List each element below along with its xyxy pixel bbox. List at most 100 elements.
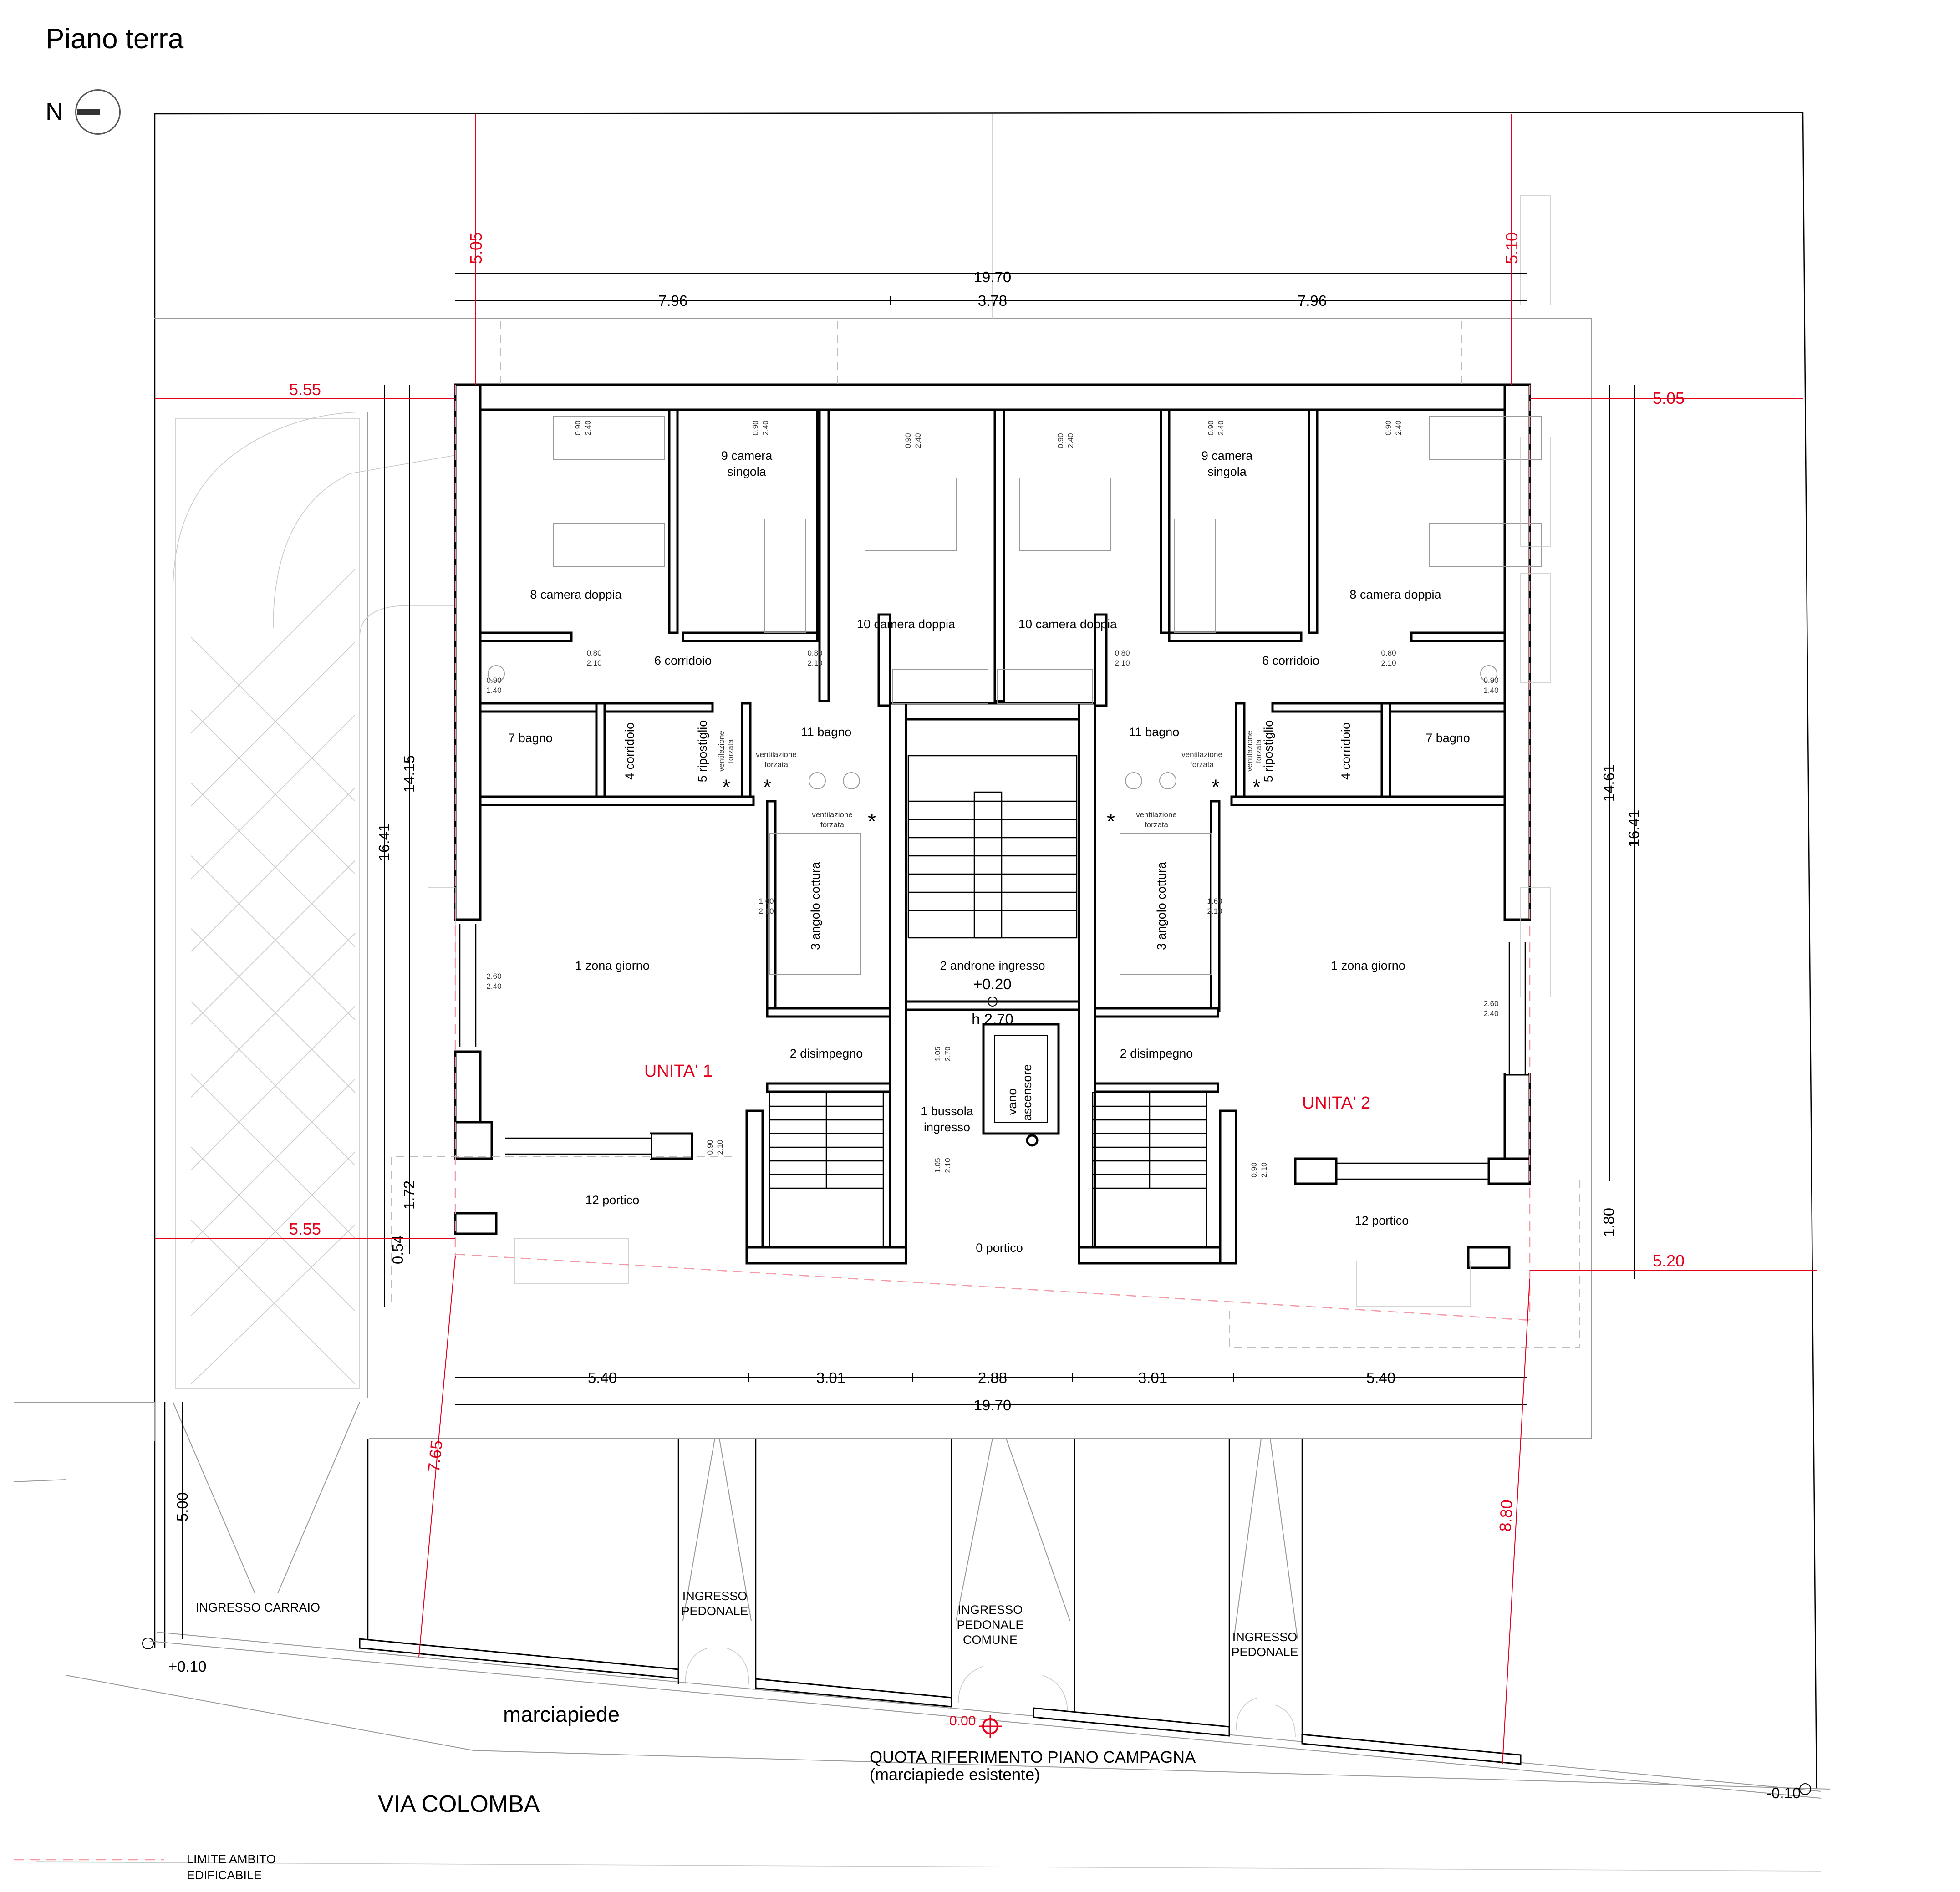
- entrance-label: COMUNE: [963, 1633, 1018, 1647]
- opening-size: 1.05: [933, 1046, 942, 1061]
- legend-line1: LIMITE AMBITO: [187, 1852, 276, 1866]
- dim-top-total: 19.70: [974, 269, 1012, 285]
- dim-left-small: 0.54: [389, 1235, 406, 1264]
- opening-size: 0.90: [1483, 676, 1498, 685]
- opening-size: 0.80: [1381, 649, 1396, 657]
- building-walls: [454, 383, 1531, 1269]
- vent-note: ventilazione: [812, 810, 853, 819]
- dim-right-portico: 1.80: [1600, 1208, 1617, 1237]
- opening-size: 2.40: [584, 420, 592, 435]
- opening-size: 0.90: [751, 420, 760, 435]
- room-label: 8 camera doppia: [530, 588, 622, 601]
- room-label: 11 bagno: [1129, 725, 1180, 739]
- vent-note: forzata: [1190, 760, 1214, 769]
- opening-size: 0.80: [1115, 649, 1130, 657]
- asterisk-icon: *: [763, 775, 771, 799]
- opening-size: 1.40: [1483, 686, 1498, 695]
- vent-note: ventilazione: [1245, 731, 1254, 772]
- entrance-label: PEDONALE: [681, 1604, 748, 1618]
- opening-size: 2.40: [914, 433, 922, 448]
- setback-left-upper: 5.55: [289, 380, 321, 399]
- reference-line1: QUOTA RIFERIMENTO PIANO CAMPAGNA: [870, 1748, 1196, 1766]
- opening-size: 2.10: [1260, 1162, 1268, 1177]
- level-marker-icon: [1799, 1783, 1811, 1795]
- vent-note: forzata: [1145, 820, 1169, 829]
- opening-size: 0.90: [574, 420, 582, 435]
- opening-size: 1.60: [1207, 897, 1222, 905]
- setback-front-right: 8.80: [1496, 1499, 1516, 1532]
- room-label: 11 bagno: [801, 725, 852, 739]
- sidewalk-label: marciapiede: [503, 1702, 620, 1726]
- entrance-label: INGRESSO: [682, 1589, 748, 1603]
- opening-size: 0.90: [1250, 1162, 1258, 1177]
- setback-top-right: 5.10: [1502, 232, 1521, 264]
- height-label: h 2.70: [972, 1011, 1013, 1027]
- north-label: N: [46, 98, 63, 125]
- street-gates: [173, 1402, 1303, 1739]
- buildable-limit: [391, 321, 1580, 1348]
- asterisk-icon: *: [1212, 775, 1220, 799]
- vent-note: forzata: [726, 739, 735, 763]
- elevation-entrance: +0.20: [973, 976, 1012, 992]
- setback-top-left: 5.05: [467, 232, 485, 264]
- room-label: vano: [1005, 1088, 1019, 1115]
- opening-size: 0.90: [904, 433, 912, 448]
- opening-size: 2.10: [759, 907, 774, 915]
- room-label: 1 zona giorno: [575, 959, 650, 972]
- opening-size: 2.10: [1115, 659, 1130, 667]
- room-label: 10 camera doppia: [857, 617, 956, 631]
- dimensions-sides: 14.15 16.41 1.72 0.54 14.61 16.41 1.80 5…: [174, 385, 1642, 1639]
- opening-size: 2.40: [486, 982, 501, 991]
- north-arrow-icon: [75, 89, 121, 135]
- opening-size: 2.10: [807, 659, 822, 667]
- unit-2-label: UNITA' 2: [1302, 1093, 1370, 1113]
- opening-size: 2.60: [486, 972, 501, 981]
- entrance-labels: INGRESSO CARRAIO INGRESSO PEDONALE INGRE…: [196, 1589, 1298, 1659]
- entrance-label: PEDONALE: [957, 1618, 1023, 1632]
- dim-left-portico: 1.72: [401, 1180, 417, 1210]
- rooms-common: 2 androne ingresso +0.20 h 2.70 1 bussol…: [921, 959, 1045, 1255]
- opening-size: 2.40: [761, 420, 770, 435]
- opening-size: 2.10: [716, 1139, 724, 1155]
- room-label: ingresso: [924, 1120, 970, 1134]
- dim-bottom-total: 19.70: [974, 1397, 1012, 1414]
- room-label: 8 camera doppia: [1349, 588, 1441, 601]
- legend-line2: EDIFICABILE: [187, 1868, 262, 1882]
- opening-size: 1.40: [486, 686, 501, 695]
- asterisk-icon: *: [868, 809, 876, 833]
- opening-size: 2.60: [1483, 999, 1498, 1008]
- room-label: 6 corridoio: [1262, 654, 1319, 667]
- opening-size: 2.40: [1394, 420, 1403, 435]
- level-marker-icon: [988, 997, 998, 1007]
- dimensions-bottom: 5.40 3.01 2.88 3.01 5.40 19.70: [455, 1369, 1527, 1414]
- vent-note: ventilazione: [717, 731, 726, 772]
- setback-left-lower: 5.55: [289, 1220, 321, 1238]
- dimensions-top: 19.70 7.96 3.78 7.96: [455, 269, 1527, 309]
- opening-sizes: 0.90 2.40 0.90 2.40 0.90 2.40 0.90 2.40 …: [486, 420, 1498, 1177]
- asterisk-icon: *: [722, 775, 730, 799]
- opening-size: 2.10: [586, 659, 601, 667]
- dim-top-part: 7.96: [658, 292, 687, 309]
- room-label: 6 corridoio: [654, 654, 712, 667]
- legend: LIMITE AMBITO EDIFICABILE: [14, 1852, 276, 1882]
- room-label: 3 angolo cottura: [1155, 861, 1168, 950]
- room-label: 7 bagno: [508, 731, 553, 745]
- room-label: ascensore: [1020, 1064, 1034, 1121]
- opening-size: 0.90: [486, 676, 501, 685]
- setback-right-upper: 5.05: [1653, 389, 1685, 407]
- vent-note: forzata: [820, 820, 845, 829]
- vent-note: ventilazione: [1136, 810, 1177, 819]
- asterisk-icon: *: [1252, 775, 1261, 799]
- opening-size: 0.90: [1384, 420, 1393, 435]
- room-label: singola: [1207, 465, 1247, 478]
- opening-size: 0.90: [1207, 420, 1215, 435]
- setback-front-left: 7.65: [424, 1439, 446, 1473]
- opening-size: 0.80: [586, 649, 601, 657]
- page-title: Piano terra: [46, 23, 184, 55]
- setback-right-lower: 5.20: [1653, 1251, 1685, 1270]
- opening-size: 2.40: [1217, 420, 1225, 435]
- vent-note: forzata: [1254, 739, 1263, 763]
- opening-size: 2.40: [1066, 433, 1075, 448]
- room-label: 12 portico: [585, 1193, 640, 1207]
